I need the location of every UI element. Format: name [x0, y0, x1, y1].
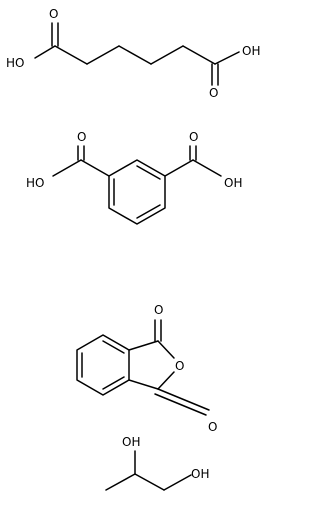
bond: [128, 379, 159, 390]
bond: [86, 45, 120, 65]
molecule-propylene-glycol: OH OH: [105, 435, 209, 491]
bond: [136, 165, 161, 180]
bond: [157, 388, 210, 411]
bond: [128, 340, 159, 351]
bond: [54, 45, 88, 65]
atom-label-o: O: [175, 359, 184, 373]
atom-label-o: O: [154, 303, 163, 317]
bond: [136, 204, 161, 219]
molecule-isophthalic-acid: O O HO OH: [26, 130, 242, 225]
atom-label-ho: HO: [6, 56, 24, 70]
bond: [80, 159, 110, 177]
benzene-ring: [108, 159, 166, 225]
bond: [157, 340, 175, 359]
bond: [134, 473, 165, 491]
bond: [157, 371, 175, 390]
molecule-phthalic-anhydride: O O O: [76, 303, 217, 434]
bond: [164, 159, 194, 177]
atom-label-oh: OH: [224, 176, 242, 190]
atom-label-o: O: [77, 130, 86, 144]
atom-label-o: O: [208, 420, 217, 434]
molecule-adipic-acid: HO O O OH: [6, 7, 260, 100]
bond: [150, 45, 184, 65]
atom-label-oh: OH: [122, 435, 140, 449]
bond: [118, 45, 152, 65]
bond: [192, 159, 222, 177]
bond: [52, 159, 82, 177]
atom-label-ho: HO: [26, 176, 44, 190]
atom-label-o: O: [189, 130, 198, 144]
bond: [182, 45, 216, 65]
bond: [34, 45, 56, 59]
bond: [214, 51, 240, 65]
benzene-ring: [76, 334, 130, 396]
bond: [102, 376, 125, 390]
bond: [163, 474, 192, 491]
bond: [154, 393, 207, 416]
atom-label-oh: OH: [242, 44, 260, 58]
atom-label-o: O: [209, 86, 218, 100]
chemical-structures-diagram: HO O O OH O O HO OH: [6, 7, 260, 491]
bond: [105, 473, 136, 491]
atom-label-o: O: [49, 7, 58, 21]
bond: [102, 340, 125, 354]
atom-label-oh: OH: [191, 467, 209, 481]
